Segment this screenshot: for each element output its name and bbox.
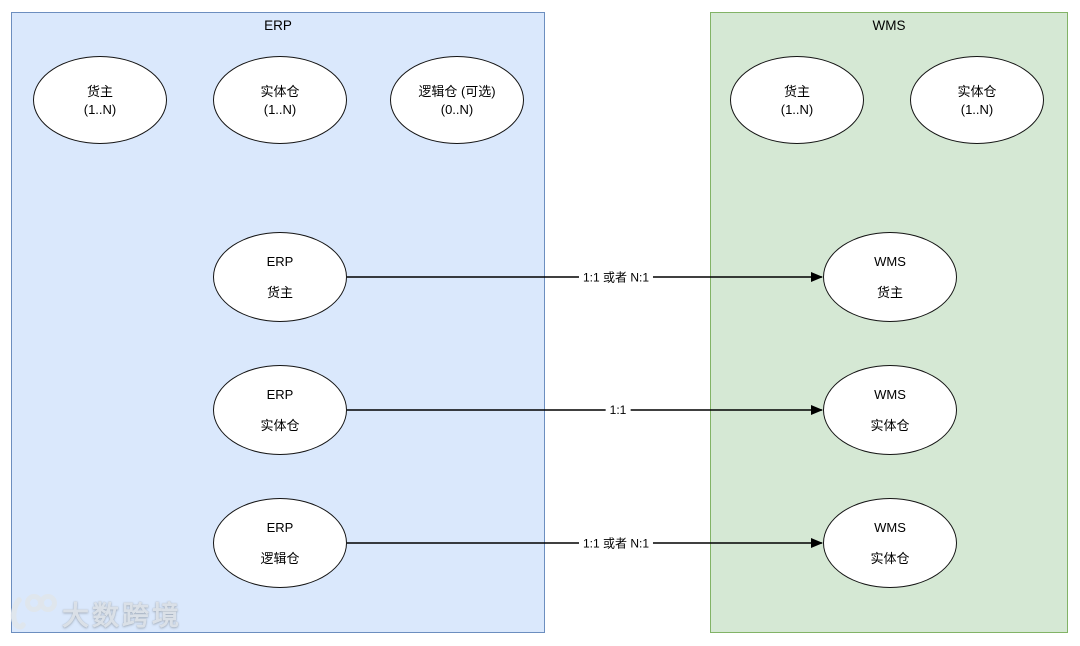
edge-label-physical-mapping: 1:1 xyxy=(605,403,631,417)
node-label-line2: (1..N) xyxy=(83,101,117,117)
node-label-line2: (1..N) xyxy=(780,101,814,117)
node-label-line1: ERP xyxy=(266,387,294,402)
node-erp-logical-warehouse-set: 逻辑仓 (可选) (0..N) xyxy=(390,56,524,144)
node-label-line1: 实体仓 xyxy=(260,83,300,99)
edge-label-logical-mapping: 1:1 或者 N:1 xyxy=(578,534,654,552)
node-label-line1: 逻辑仓 (可选) xyxy=(418,83,496,99)
watermark-100-infinity-logo-icon xyxy=(10,594,57,630)
node-wms-owner-set: 货主 (1..N) xyxy=(730,56,864,144)
erp-container-title: ERP xyxy=(264,18,292,33)
node-label-line2: 实体仓 xyxy=(260,418,300,433)
node-label-line1: 货主 xyxy=(86,83,113,99)
node-label-line1: WMS xyxy=(874,254,906,269)
watermark-text: 大数跨境 xyxy=(62,600,182,631)
node-erp-logical-warehouse: ERP 逻辑仓 xyxy=(213,498,347,588)
node-label-line1: 货主 xyxy=(783,83,810,99)
node-label-line1: 实体仓 xyxy=(957,83,997,99)
node-label-line2: 货主 xyxy=(266,285,293,300)
node-label-line2: (1..N) xyxy=(960,101,994,117)
node-label-line2: 实体仓 xyxy=(870,418,910,433)
node-erp-physical-warehouse: ERP 实体仓 xyxy=(213,365,347,455)
node-label-line2: 货主 xyxy=(876,285,903,300)
node-label-line1: ERP xyxy=(266,520,294,535)
node-wms-physical-warehouse-1: WMS 实体仓 xyxy=(823,365,957,455)
node-label-line2: (1..N) xyxy=(263,101,297,117)
node-label-line2: 逻辑仓 xyxy=(260,551,300,566)
node-erp-owner-set: 货主 (1..N) xyxy=(33,56,167,144)
node-wms-physical-warehouse-set: 实体仓 (1..N) xyxy=(910,56,1044,144)
node-erp-owner: ERP 货主 xyxy=(213,232,347,322)
watermark: 大数跨境 xyxy=(5,590,182,636)
node-erp-physical-warehouse-set: 实体仓 (1..N) xyxy=(213,56,347,144)
node-wms-physical-warehouse-2: WMS 实体仓 xyxy=(823,498,957,588)
node-label-line1: ERP xyxy=(266,254,294,269)
node-label-line2: (0..N) xyxy=(440,101,474,117)
node-label-line2: 实体仓 xyxy=(870,551,910,566)
node-wms-owner: WMS 货主 xyxy=(823,232,957,322)
node-label-line1: WMS xyxy=(874,520,906,535)
edge-label-owner-mapping: 1:1 或者 N:1 xyxy=(578,268,654,286)
wms-container-title: WMS xyxy=(872,18,906,33)
node-label-line1: WMS xyxy=(874,387,906,402)
